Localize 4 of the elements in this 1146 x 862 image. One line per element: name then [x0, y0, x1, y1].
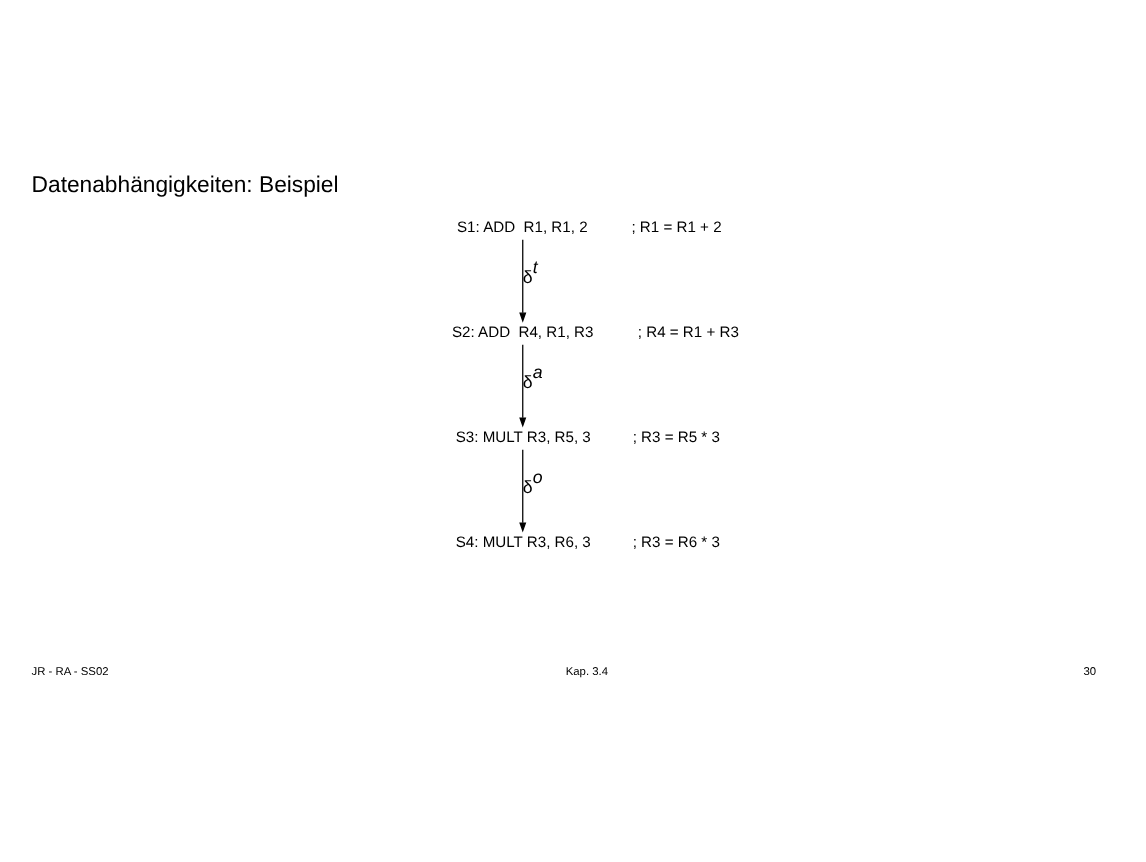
- arrow: [519, 238, 527, 322]
- arrow: [519, 448, 527, 532]
- diagram-title: Datenabhängigkeiten: Beispiel: [31, 173, 339, 198]
- arrow: [519, 343, 527, 427]
